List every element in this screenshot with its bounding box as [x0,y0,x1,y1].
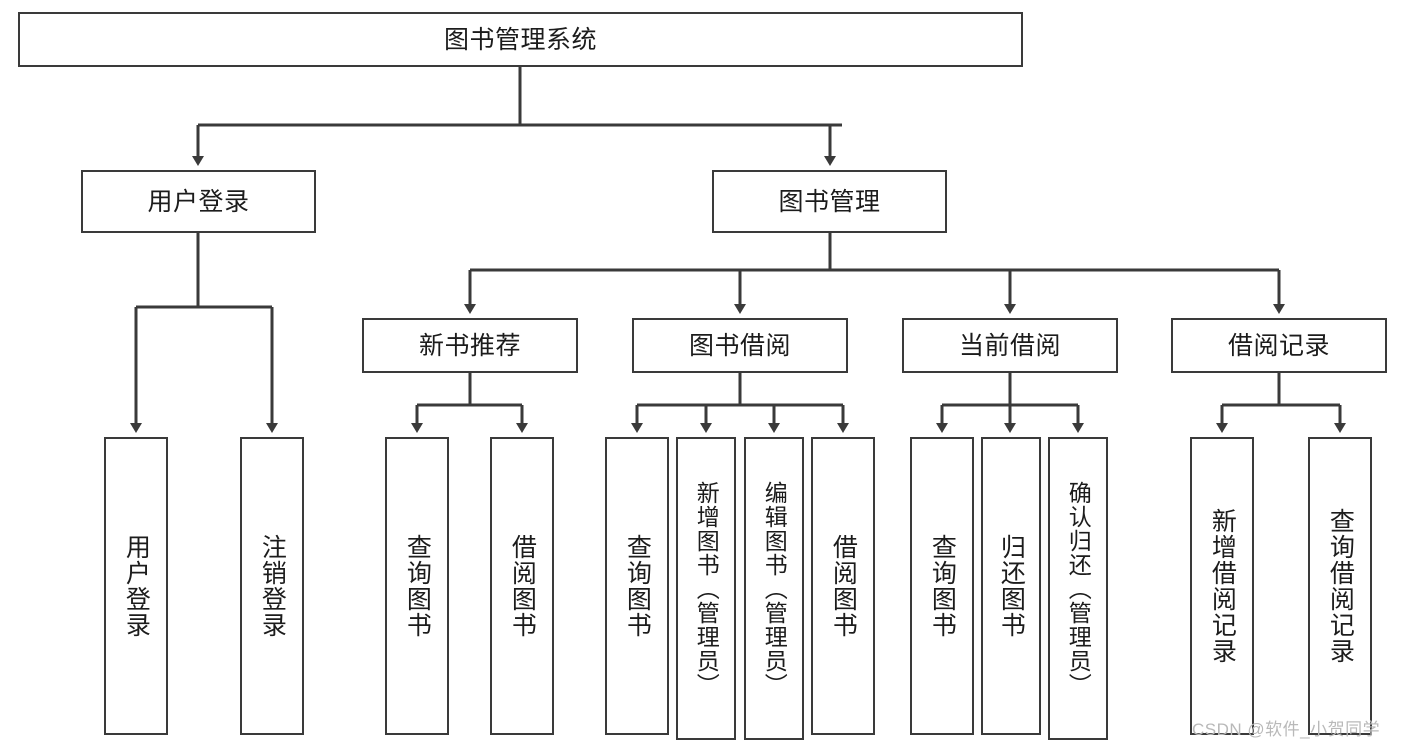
node-label: 归还图书 [997,534,1026,638]
leaf-return-book[interactable]: 归还图书 [981,437,1041,735]
node-label: 图书管理 [778,187,881,216]
node-label: 编辑图书（管理员） [761,480,788,697]
node-label: 注销登录 [258,534,287,638]
node-label: 图书借阅 [688,331,791,360]
node-label: 用户登录 [147,187,250,216]
node-borrow-record[interactable]: 借阅记录 [1171,318,1387,373]
leaf-borrow-book[interactable]: 借阅图书 [811,437,875,735]
leaf-user-login[interactable]: 用户登录 [104,437,168,735]
leaf-query-book-recommend[interactable]: 查询图书 [385,437,449,735]
node-book-management[interactable]: 图书管理 [712,170,947,233]
node-label: 借阅图书 [829,534,858,638]
csdn-watermark: CSDN @软件_小贺同学 [1192,720,1381,739]
node-label: 查询借阅记录 [1326,508,1355,664]
node-label: 当前借阅 [958,331,1061,360]
node-book-borrow[interactable]: 图书借阅 [632,318,848,373]
leaf-query-borrow-record[interactable]: 查询借阅记录 [1308,437,1372,735]
node-user-login[interactable]: 用户登录 [81,170,316,233]
node-label: 查询图书 [403,534,432,638]
leaf-add-book-admin[interactable]: 新增图书（管理员） [676,437,736,740]
node-label: 借阅记录 [1227,331,1330,360]
node-label: 查询图书 [623,534,652,638]
node-root-book-management-system[interactable]: 图书管理系统 [18,12,1023,67]
node-label: 确认归还（管理员） [1065,480,1092,697]
leaf-borrow-book-recommend[interactable]: 借阅图书 [490,437,554,735]
leaf-query-book-borrow[interactable]: 查询图书 [605,437,669,735]
leaf-edit-book-admin[interactable]: 编辑图书（管理员） [744,437,804,740]
node-new-book-recommend[interactable]: 新书推荐 [362,318,578,373]
leaf-logout-login[interactable]: 注销登录 [240,437,304,735]
node-label: 借阅图书 [508,534,537,638]
node-label: 新增借阅记录 [1208,508,1237,664]
leaf-query-book-current[interactable]: 查询图书 [910,437,974,735]
leaf-add-borrow-record[interactable]: 新增借阅记录 [1190,437,1254,735]
node-label: 新书推荐 [418,331,521,360]
leaf-confirm-return-admin[interactable]: 确认归还（管理员） [1048,437,1108,740]
node-label: 图书管理系统 [443,25,597,54]
node-label: 新增图书（管理员） [693,480,720,697]
node-label: 用户登录 [122,534,151,638]
node-current-borrow[interactable]: 当前借阅 [902,318,1118,373]
node-label: 查询图书 [928,534,957,638]
